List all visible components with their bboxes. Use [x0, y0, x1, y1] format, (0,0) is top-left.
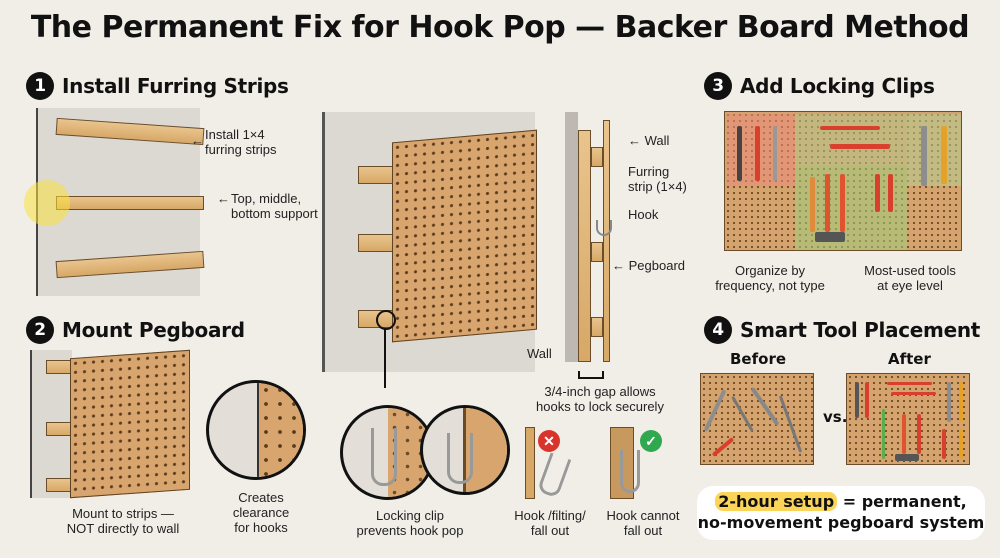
- vs-label: vs.: [823, 408, 848, 426]
- hammer-icon: [959, 429, 963, 459]
- side-label-pegboard: ← Pegboard: [612, 258, 686, 273]
- step-2-heading: 2 Mount Pegboard: [26, 316, 245, 344]
- after-pegboard-organized: [846, 373, 970, 465]
- step-title: Install Furring Strips: [62, 74, 289, 98]
- clearance-zoom-circle: [206, 380, 306, 480]
- green-tool-icon: [882, 409, 885, 459]
- gap-dimension-marker: [578, 371, 604, 379]
- level-icon: [815, 232, 845, 242]
- after-label: After: [888, 350, 931, 368]
- summary-callout: 2-hour setup = permanent, no-movement pe…: [697, 486, 985, 540]
- step-title: Add Locking Clips: [740, 74, 935, 98]
- screwdriver-icon: [887, 382, 932, 385]
- adjustable-wrench-icon: [947, 382, 951, 422]
- arrow-left-icon: ←: [217, 191, 230, 206]
- furring-strip-middle: [56, 196, 204, 210]
- screwdriver-icon: [711, 437, 735, 457]
- detail-marker-circle: [376, 310, 396, 330]
- step-2-illustration: [30, 349, 210, 500]
- hook-icon: [778, 395, 803, 453]
- hammer-icon: [737, 126, 742, 181]
- step-1-heading: 1 Install Furring Strips: [26, 72, 289, 100]
- arrow-left-icon: ←: [191, 133, 204, 148]
- step-1-label-support: ← Top, middle,bottom support: [217, 191, 318, 221]
- check-icon: ✓: [640, 430, 662, 452]
- pegboard: [70, 349, 190, 499]
- hook-icon: [371, 428, 397, 486]
- cursor-highlight: [24, 180, 70, 226]
- green-zone-right: [907, 114, 961, 186]
- hammer-icon: [825, 174, 830, 232]
- before-pegboard-messy: [700, 373, 814, 465]
- before-label: Before: [730, 350, 787, 368]
- side-label-hook: Hook: [628, 207, 659, 222]
- backer-strip-cross-section: [578, 130, 591, 362]
- hammer-icon: [855, 382, 859, 418]
- wall-cross-section: [565, 112, 578, 362]
- page-title: The Permanent Fix for Hook Pop — Backer …: [30, 10, 970, 45]
- hook-falling-icon: [536, 452, 572, 499]
- hammer-icon: [840, 174, 845, 232]
- side-label-wall-bottom: Wall: [527, 346, 552, 361]
- step-number-badge: 1: [26, 72, 54, 100]
- screwdriver-icon: [891, 392, 936, 395]
- step-title: Mount Pegboard: [62, 318, 245, 342]
- tan-zone: [795, 114, 907, 166]
- adjustable-wrench-icon: [921, 126, 927, 186]
- furring-block-middle: [591, 242, 603, 262]
- highlight-setup-time: 2-hour setup: [715, 492, 838, 511]
- pliers-icon: [942, 429, 946, 459]
- pegboard-edge-bad: [525, 427, 535, 499]
- hammer-icon: [865, 382, 869, 418]
- step-number-badge: 3: [704, 72, 732, 100]
- step-4-heading: 4 Smart Tool Placement: [704, 316, 980, 344]
- bad-caption: Hook /filting/fall out: [514, 508, 586, 538]
- side-view-illustration: [560, 112, 620, 362]
- step-1-illustration: [24, 108, 205, 298]
- step-number-badge: 2: [26, 316, 54, 344]
- pegboard-edge: [257, 383, 303, 477]
- arrow-down-line: [384, 328, 386, 388]
- wrench-icon: [888, 174, 893, 212]
- step-number-badge: 4: [704, 316, 732, 344]
- hook-icon: [596, 220, 612, 236]
- pliers-icon: [917, 414, 921, 454]
- hook-icon: [731, 395, 754, 433]
- organized-pegboard: [724, 111, 962, 251]
- hammer-icon: [750, 386, 780, 427]
- screwdriver-icon: [830, 144, 890, 149]
- x-icon: ✕: [538, 430, 560, 452]
- wrench-icon: [773, 126, 777, 181]
- hook-secured-icon: [620, 450, 640, 493]
- wrench-icon: [875, 174, 880, 212]
- clip-zoom-circle: [420, 405, 510, 495]
- furring-block-bottom: [591, 317, 603, 337]
- level-icon: [895, 454, 919, 461]
- wrench-icon: [703, 389, 727, 432]
- pliers-icon: [959, 382, 963, 422]
- pegboard-cross-section: [603, 120, 610, 362]
- step-2-caption: Mount to strips —NOT directly to wall: [66, 506, 180, 536]
- step-title: Smart Tool Placement: [740, 318, 981, 342]
- pegboard: [392, 129, 537, 343]
- hook-with-clip-icon: [447, 433, 473, 484]
- hammer-icon: [902, 414, 906, 454]
- hammer-icon: [810, 177, 815, 232]
- furring-block-top: [591, 147, 603, 167]
- screwdriver-icon: [820, 126, 880, 130]
- hammer-icon: [755, 126, 760, 181]
- pegboard-assembly-illustration: [322, 112, 542, 388]
- pliers-icon: [941, 126, 947, 184]
- step-3-heading: 3 Add Locking Clips: [704, 72, 935, 100]
- side-label-wall: ← Wall: [628, 133, 670, 148]
